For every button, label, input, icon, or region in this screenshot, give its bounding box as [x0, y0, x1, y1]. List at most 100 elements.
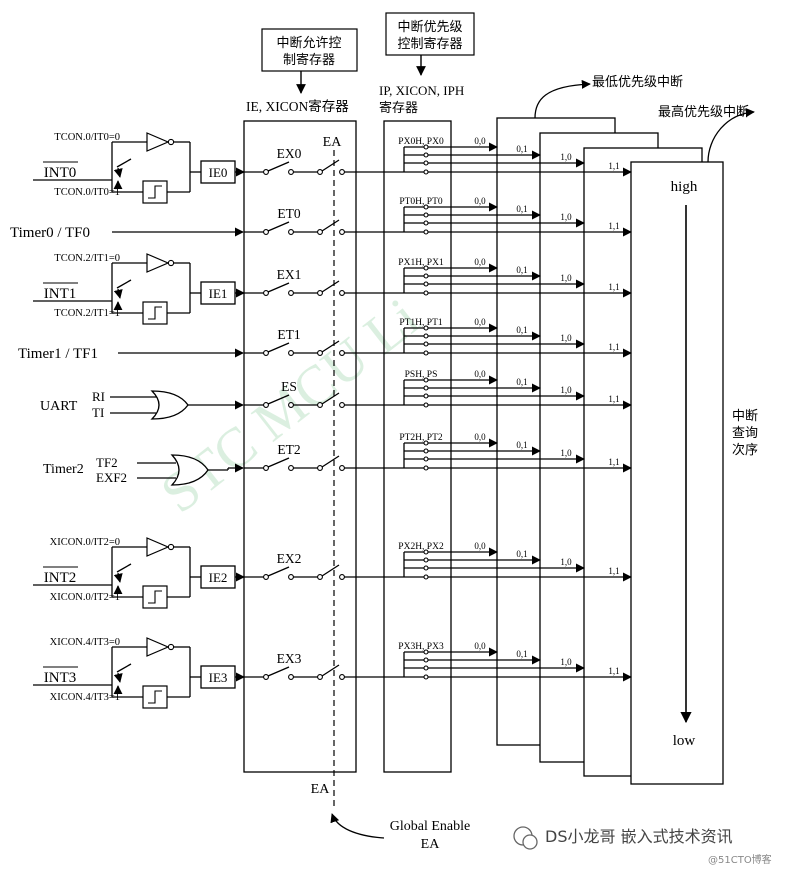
- row6-en-contact-left: [263, 574, 269, 580]
- row4-fan-node-2: [423, 393, 429, 399]
- row3-fan-node-2: [423, 341, 429, 347]
- row6-fan-node-3: [423, 574, 429, 580]
- row1-fan-node-2: [423, 220, 429, 226]
- row0-ea-contact-left: [317, 169, 323, 175]
- row4-ea-switch-blade: [321, 392, 340, 405]
- row2-fan-node-2: [423, 281, 429, 287]
- row5-level-label-2: 1,0: [560, 448, 572, 458]
- ie-register-block: [243, 120, 357, 773]
- int0-level-buffer-icon: [146, 132, 170, 152]
- row3-level-label-2: 1,0: [560, 333, 572, 343]
- row5-ea-switch-blade: [321, 455, 340, 468]
- row0-level-label-0: 0,0: [474, 136, 486, 146]
- row3-en-contact-right: [288, 350, 294, 356]
- priority-bit-label-0: PX0H, PX0: [398, 137, 444, 147]
- row7-level-label-1: 0,1: [516, 649, 527, 659]
- priority-register-note-text: 中断优先级控制寄存器: [397, 20, 462, 52]
- int3-cfg-top-label: XICON.4/IT3=0: [50, 637, 120, 648]
- uart-or-gate-icon: [150, 390, 189, 420]
- row7-en-contact-right: [288, 674, 294, 680]
- int2-falling-edge-icon: [148, 590, 162, 604]
- query-order-label: 中断查询次序: [732, 409, 758, 458]
- row7-en-switch-blade: [267, 666, 290, 677]
- int3-switch-arrow-down: [113, 672, 123, 683]
- ie-register-note-box: [261, 28, 358, 72]
- row0-en-contact-right: [288, 169, 294, 175]
- int2-cfg-top-label: XICON.0/IT2=0: [50, 537, 120, 548]
- row4-en-contact-right: [288, 402, 294, 408]
- row5-en-contact-left: [263, 465, 269, 471]
- row2-level-label-3: 1,1: [608, 282, 619, 292]
- enable-bit-ex3: EX3: [277, 651, 302, 666]
- row1-level-label-1: 0,1: [516, 204, 527, 214]
- row6-fan-node-2: [423, 565, 429, 571]
- uart-ri-label: RI: [92, 389, 105, 404]
- priority-bit-label-3: PT1H, PT1: [399, 318, 443, 328]
- int1-cfg-bottom-label: TCON.2/IT1=1: [54, 308, 120, 319]
- row3-level-label-0: 0,0: [474, 317, 486, 327]
- row6-fan-node-1: [423, 557, 429, 563]
- int0-cfg-bottom-label: TCON.0/IT0=1: [54, 187, 120, 198]
- timer2-or-gate-icon: [170, 454, 209, 486]
- query-high-label: high: [671, 179, 698, 195]
- int3-falling-edge-icon: [148, 690, 162, 704]
- lowest-priority-arrow: [534, 79, 591, 119]
- row4-ea-contact-left: [317, 402, 323, 408]
- row4-en-switch-blade: [267, 394, 290, 405]
- row6-en-switch-blade: [267, 566, 290, 577]
- wechat-icon-bubble: [522, 834, 538, 850]
- row6-en-contact-right: [288, 574, 294, 580]
- row7-level-label-3: 1,1: [608, 666, 619, 676]
- enable-bit-et0: ET0: [277, 206, 300, 221]
- row1-en-switch-blade: [267, 221, 290, 232]
- ie-register-note-text: 中断允许控制寄存器: [276, 35, 341, 68]
- priority-bit-label-7: PX3H, PX3: [398, 642, 444, 652]
- int1-inverter-bubble-icon: [167, 259, 175, 267]
- int1-falling-edge-icon: [148, 306, 162, 320]
- highest-priority-arrow: [707, 108, 755, 163]
- int3-mode-switch: [116, 663, 132, 673]
- row1-fan-node-1: [423, 212, 429, 218]
- row3-fan-node-1: [423, 333, 429, 339]
- row6-ea-contact-right: [339, 574, 345, 580]
- row5-level-label-1: 0,1: [516, 440, 527, 450]
- timer2-exf2-label: EXF2: [96, 470, 127, 485]
- int3-inverter-bubble-icon: [167, 643, 175, 651]
- int0-flag-label: IE0: [209, 165, 228, 180]
- row5-ea-contact-right: [339, 465, 345, 471]
- int3-flag-label: IE3: [209, 670, 228, 685]
- row2-en-contact-left: [263, 290, 269, 296]
- row5-level-label-3: 1,1: [608, 457, 619, 467]
- row4-level-label-3: 1,1: [608, 394, 619, 404]
- int0-mode-switch: [116, 158, 132, 168]
- highest-priority-label: 最高优先级中断: [658, 104, 749, 120]
- enable-bit-ex2: EX2: [277, 551, 302, 566]
- row5-ea-contact-left: [317, 465, 323, 471]
- row2-ea-contact-right: [339, 290, 345, 296]
- row7-fan-node-1: [423, 657, 429, 663]
- timer2-source-label: Timer2: [43, 462, 84, 477]
- enable-bit-es: ES: [281, 379, 297, 394]
- row4-level-label-1: 0,1: [516, 377, 527, 387]
- int1-switch-arrow-down: [113, 288, 123, 299]
- int1-cfg-top-label: TCON.2/IT1=0: [54, 253, 120, 264]
- row3-ea-contact-right: [339, 350, 345, 356]
- enable-bit-ex0: EX0: [277, 146, 302, 161]
- int0-cfg-top-label: TCON.0/IT0=0: [54, 132, 120, 143]
- row4-level-label-0: 0,0: [474, 369, 486, 379]
- row1-level-label-2: 1,0: [560, 212, 572, 222]
- row6-level-label-3: 1,1: [608, 566, 619, 576]
- row2-level-label-0: 0,0: [474, 257, 486, 267]
- int3-pin-label: INT3: [44, 670, 77, 686]
- row2-ea-switch-blade: [321, 280, 340, 293]
- row1-level-label-3: 1,1: [608, 221, 619, 231]
- lowest-priority-label: 最低优先级中断: [592, 75, 683, 90]
- row0-level-label-2: 1,0: [560, 152, 572, 162]
- row1-ea-switch-blade: [321, 219, 340, 232]
- ip-register-block: [383, 120, 452, 773]
- row0-level-label-1: 0,1: [516, 144, 527, 154]
- row0-en-switch-blade: [267, 161, 290, 172]
